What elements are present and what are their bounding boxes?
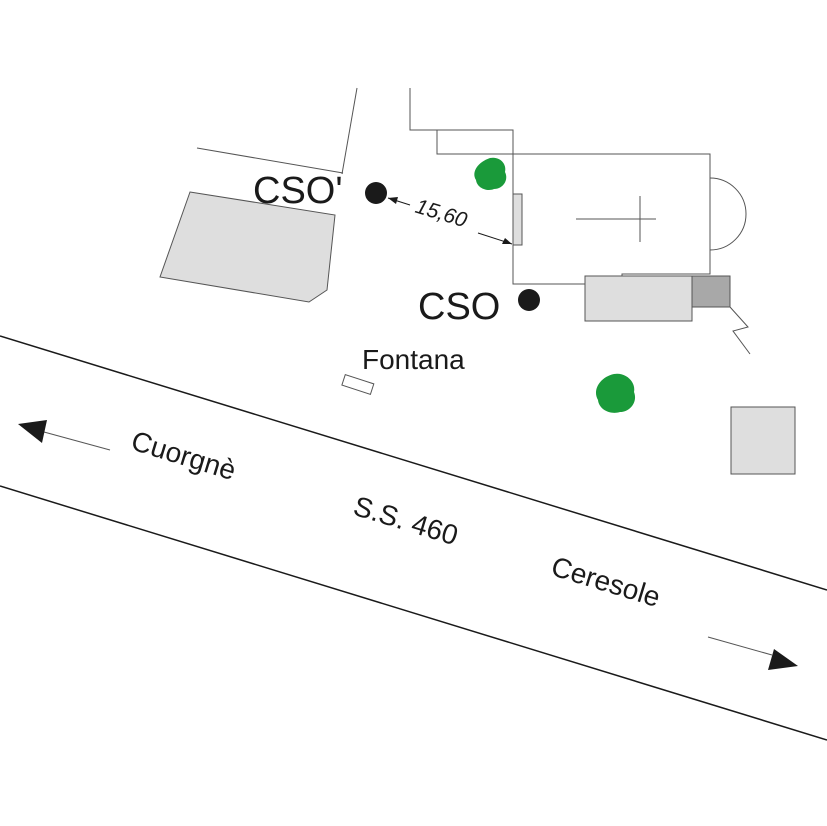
church-apse (709, 177, 747, 251)
cso-point (518, 289, 540, 311)
tree-icon (595, 373, 636, 413)
building-right (730, 406, 796, 475)
building-left (159, 191, 336, 303)
direction-arrow-right-shaft (707, 636, 773, 656)
direction-left-label: Cuorgnè (128, 425, 240, 486)
boundary-line (196, 147, 344, 174)
cso-prime-point (365, 182, 387, 204)
tree-icon (474, 157, 507, 190)
arrow-icon (768, 649, 798, 670)
building-annex-dark (691, 275, 731, 308)
arrow-icon (18, 420, 47, 443)
direction-right-label: Ceresole (548, 551, 664, 613)
fontana-label: Fontana (362, 344, 465, 375)
road-edge-south (0, 485, 827, 741)
boundary-line (341, 87, 358, 175)
arrow-icon (502, 238, 512, 244)
road-edge-north (0, 335, 827, 591)
distance-label: 15,60 (413, 195, 470, 232)
cso-prime-label: CSO' (253, 170, 343, 212)
arrow-icon (388, 197, 398, 204)
direction-arrow-left-shaft (43, 431, 111, 451)
cso-label: CSO (418, 286, 500, 328)
break-line (729, 306, 751, 355)
wall-feature (512, 193, 523, 246)
fountain (341, 373, 375, 395)
building-annex (584, 275, 693, 322)
church-outline (409, 88, 711, 285)
road-label: S.S. 460 (350, 490, 462, 551)
